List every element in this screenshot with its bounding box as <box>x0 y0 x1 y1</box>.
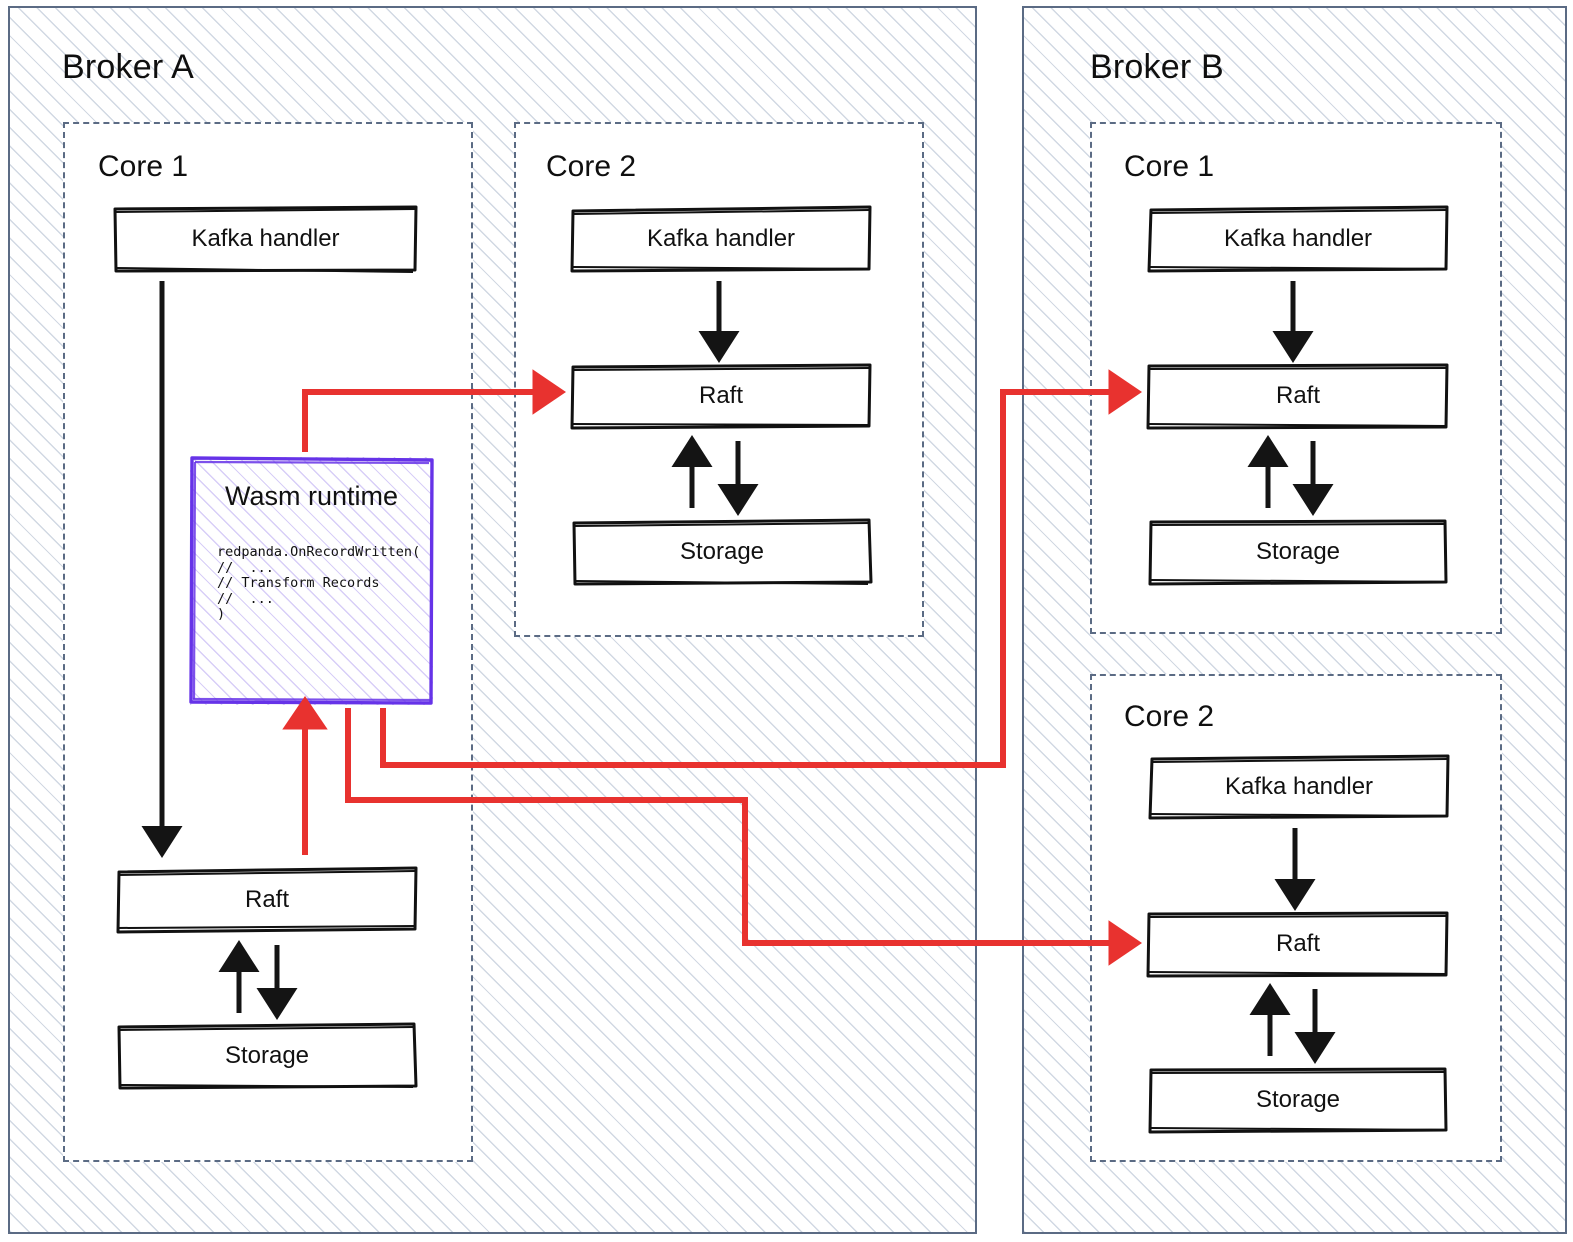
a1-kafka-handler-node[interactable]: Kafka handler <box>113 205 418 273</box>
b2-kafka-handler-label: Kafka handler <box>1224 773 1374 800</box>
a1-storage-node[interactable]: Storage <box>117 1022 418 1090</box>
a2-storage-node[interactable]: Storage <box>572 518 873 586</box>
sketch-rect <box>117 1022 418 1090</box>
broker-a-core-1-title: Core 1 <box>98 150 189 183</box>
sketch-rect <box>1148 754 1450 820</box>
a2-raft-label: Raft <box>698 382 743 409</box>
b2-storage-label: Storage <box>1255 1086 1341 1113</box>
b1-storage-label: Storage <box>1255 538 1341 565</box>
broker-b-core-1-title: Core 1 <box>1124 150 1215 183</box>
broker-a-core-2-title: Core 2 <box>546 150 637 183</box>
b1-storage-node[interactable]: Storage <box>1148 518 1448 586</box>
a1-wasm-runtime-title: Wasm runtime <box>224 481 399 511</box>
a2-kafka-handler-node[interactable]: Kafka handler <box>570 205 872 273</box>
sketch-rect <box>113 205 418 273</box>
b2-storage-node[interactable]: Storage <box>1148 1066 1448 1134</box>
b2-raft-label: Raft <box>1275 930 1320 957</box>
a2-storage-label: Storage <box>679 538 765 565</box>
a1-wasm-runtime-code: redpanda.OnRecordWritten( // ... // Tran… <box>217 544 421 622</box>
sketch-rect <box>1148 1067 1448 1134</box>
a1-wasm-runtime-node[interactable]: Wasm runtime redpanda.OnRecordWritten( /… <box>189 456 434 705</box>
sketch-rect <box>1147 205 1449 273</box>
a2-kafka-handler-label: Kafka handler <box>646 225 796 252</box>
broker-b-title: Broker B <box>1090 48 1224 86</box>
a2-raft-node[interactable]: Raft <box>570 362 872 430</box>
sketch-rect <box>1146 911 1449 978</box>
sketch-rect <box>570 205 872 273</box>
sketch-rect <box>1146 363 1449 430</box>
a1-kafka-handler-label: Kafka handler <box>191 225 340 252</box>
broker-a-title: Broker A <box>62 48 194 86</box>
b1-kafka-handler-label: Kafka handler <box>1223 225 1373 252</box>
b1-raft-node[interactable]: Raft <box>1146 362 1450 430</box>
b1-kafka-handler-node[interactable]: Kafka handler <box>1147 205 1449 273</box>
a1-storage-label: Storage <box>224 1042 310 1069</box>
b2-raft-node[interactable]: Raft <box>1146 910 1450 978</box>
a1-raft-node[interactable]: Raft <box>116 866 418 934</box>
broker-b-core-2-title: Core 2 <box>1124 700 1215 733</box>
sketch-rect <box>1148 519 1448 586</box>
b2-kafka-handler-node[interactable]: Kafka handler <box>1148 754 1450 820</box>
b1-raft-label: Raft <box>1275 382 1320 409</box>
a1-raft-label: Raft <box>244 886 289 913</box>
